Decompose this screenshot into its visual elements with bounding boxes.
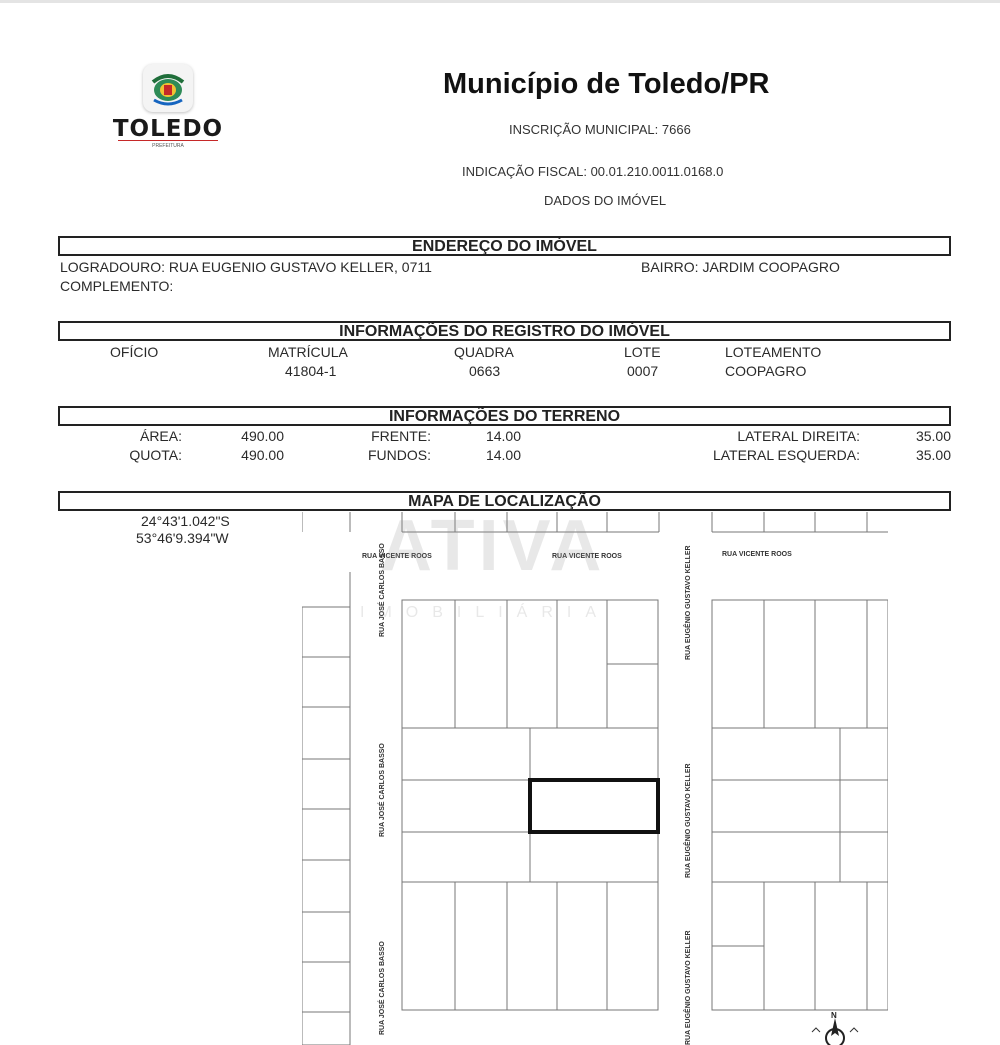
- dados-do-imovel: DADOS DO IMÓVEL: [544, 193, 667, 208]
- street-label-basso-3: RUA JOSÉ CARLOS BASSO: [377, 941, 386, 1035]
- frente-value: 14.00: [485, 428, 521, 444]
- indicacao-fiscal: INDICAÇÃO FISCAL: 00.01.210.0011.0168.0: [462, 164, 724, 179]
- north-arrow-icon: N: [811, 1011, 859, 1045]
- watermark-sub: IMOBILIÁRIA: [360, 604, 611, 621]
- quadra-label: QUADRA: [454, 344, 514, 360]
- section-terreno-heading: INFORMAÇÕES DO TERRENO: [58, 406, 951, 426]
- bairro: BAIRRO: JARDIM COOPAGRO: [641, 259, 840, 275]
- street-label-basso-1: RUA JOSÉ CARLOS BASSO: [377, 543, 386, 637]
- street-label-keller-1: RUA EUGÊNIO GUSTAVO KELLER: [683, 545, 692, 660]
- lote-value: 0007: [627, 363, 659, 379]
- area-label: ÁREA:: [139, 428, 182, 444]
- latitude: 24°43'1.042"S: [141, 513, 230, 529]
- logo-underline: [118, 140, 218, 141]
- location-map: RUA VICENTE ROOS RUA VICENTE ROOS RUA VI…: [302, 512, 888, 1045]
- street-label-keller-3: RUA EUGÊNIO GUSTAVO KELLER: [683, 930, 692, 1045]
- lateral-direita-label: LATERAL DIREITA:: [737, 428, 860, 444]
- lote-label: LOTE: [624, 344, 661, 360]
- lateral-direita-value: 35.00: [915, 428, 951, 444]
- street-label-vicente-roos-1: RUA VICENTE ROOS: [362, 553, 432, 560]
- lateral-esquerda-label: LATERAL ESQUERDA:: [712, 447, 860, 463]
- lot-map-drawing: RUA VICENTE ROOS RUA VICENTE ROOS RUA VI…: [302, 512, 888, 1045]
- top-border: [0, 0, 1000, 3]
- loteamento-value: COOPAGRO: [725, 363, 807, 379]
- section-endereco-heading: ENDEREÇO DO IMÓVEL: [58, 236, 951, 256]
- complemento: COMPLEMENTO:: [60, 278, 174, 294]
- logo-subtext: PREFEITURA: [152, 143, 184, 149]
- quota-value: 490.00: [241, 447, 284, 463]
- frente-label: FRENTE:: [371, 428, 431, 444]
- street-label-keller-2: RUA EUGÊNIO GUSTAVO KELLER: [683, 763, 692, 878]
- page-title: Município de Toledo/PR: [443, 68, 770, 100]
- section-mapa-heading: MAPA DE LOCALIZAÇÃO: [58, 491, 951, 511]
- area-value: 490.00: [241, 428, 284, 444]
- inscricao-municipal: INSCRIÇÃO MUNICIPAL: 7666: [509, 122, 691, 137]
- north-label: N: [831, 1011, 837, 1020]
- toledo-coat-of-arms-logo: [143, 64, 193, 112]
- street-label-vicente-roos-2: RUA VICENTE ROOS: [552, 553, 622, 560]
- highlighted-lot: [528, 778, 660, 834]
- logo-wordmark: TOLEDO: [112, 116, 224, 142]
- quota-label: QUOTA:: [129, 447, 182, 463]
- matricula-value: 41804-1: [285, 363, 337, 379]
- fundos-label: FUNDOS:: [368, 447, 431, 463]
- oficio-label: OFÍCIO: [110, 344, 159, 360]
- section-registro-heading: INFORMAÇÕES DO REGISTRO DO IMÓVEL: [58, 321, 951, 341]
- logradouro: LOGRADOURO: RUA EUGENIO GUSTAVO KELLER, …: [60, 259, 432, 275]
- street-label-vicente-roos-3: RUA VICENTE ROOS: [722, 551, 792, 558]
- loteamento-label: LOTEAMENTO: [725, 344, 822, 360]
- matricula-label: MATRÍCULA: [268, 344, 348, 360]
- longitude: 53°46'9.394"W: [136, 530, 229, 546]
- fundos-value: 14.00: [485, 447, 521, 463]
- street-label-basso-2: RUA JOSÉ CARLOS BASSO: [377, 743, 386, 837]
- lateral-esquerda-value: 35.00: [915, 447, 951, 463]
- watermark-brand: ATIVA: [380, 506, 606, 586]
- quadra-value: 0663: [469, 363, 501, 379]
